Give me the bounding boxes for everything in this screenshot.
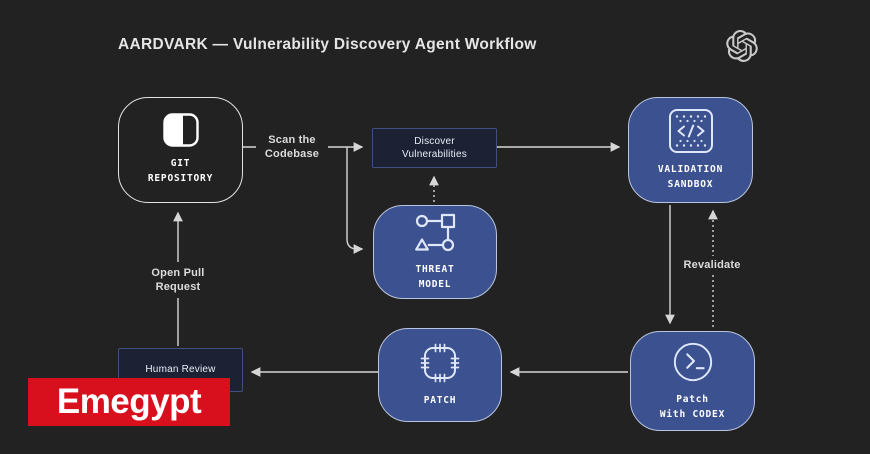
edge-label-scan-the-codebase: Scan the Codebase bbox=[256, 129, 328, 165]
code-sandbox-icon bbox=[668, 108, 714, 154]
openai-logo-icon bbox=[726, 30, 758, 62]
git-repository-icon bbox=[162, 113, 199, 147]
node-label: Human Review bbox=[145, 364, 216, 376]
edge-scan-branch-threat-model bbox=[346, 147, 364, 254]
node-threat-model: THREAT MODEL bbox=[373, 205, 497, 299]
node-git-repository: GIT REPOSITORY bbox=[118, 97, 243, 203]
node-discover-vulnerabilities: Discover Vulnerabilities bbox=[372, 128, 497, 168]
node-label: Patch With CODEX bbox=[659, 393, 726, 420]
watermark-text: Emegypt bbox=[56, 382, 202, 421]
patch-stitch-icon bbox=[418, 341, 462, 385]
edge-label-open-pull-request: Open Pull Request bbox=[139, 262, 217, 298]
node-patch: PATCH bbox=[378, 328, 502, 422]
node-label: VALIDATION SANDBOX bbox=[657, 163, 724, 190]
emegypt-watermark: Emegypt bbox=[28, 378, 230, 426]
terminal-icon bbox=[671, 340, 715, 384]
node-label: GIT REPOSITORY bbox=[147, 158, 214, 184]
page-title: AARDVARK — Vulnerability Discovery Agent… bbox=[118, 36, 537, 53]
edge-label-revalidate: Revalidate bbox=[671, 256, 753, 274]
node-label: Discover Vulnerabilities bbox=[402, 135, 467, 161]
node-label: PATCH bbox=[423, 395, 457, 407]
node-patch-with-codex: Patch With CODEX bbox=[630, 331, 755, 431]
node-validation-sandbox: VALIDATION SANDBOX bbox=[628, 97, 753, 203]
flow-diagram-icon bbox=[412, 212, 458, 254]
node-label: THREAT MODEL bbox=[415, 263, 455, 290]
